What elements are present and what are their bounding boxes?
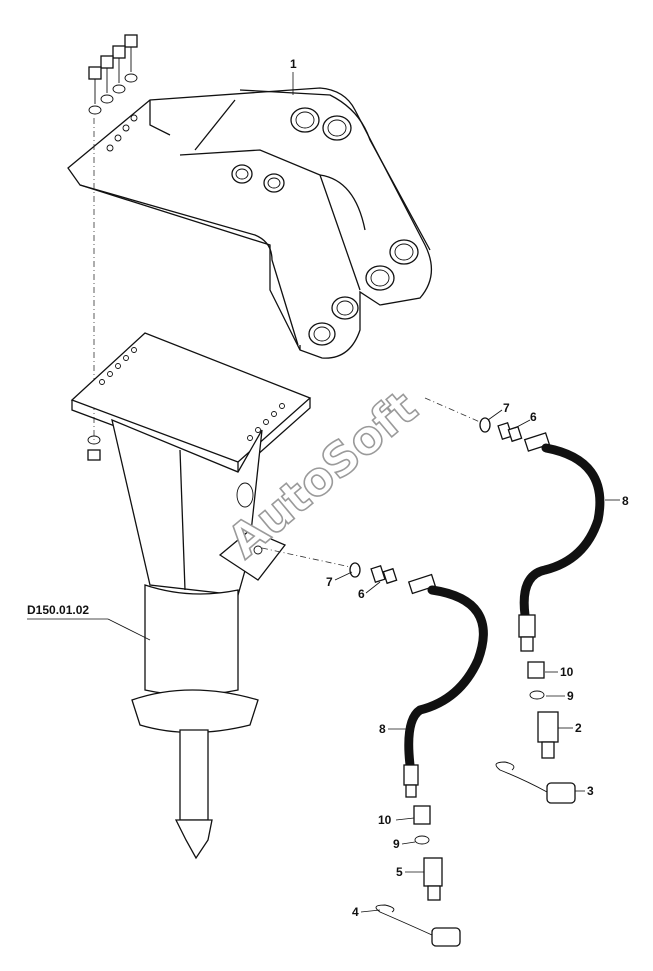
- callout-label-9-lower: 9: [393, 837, 400, 851]
- callout-label-9-upper: 9: [567, 689, 574, 703]
- callout-label-10-upper: 10: [560, 665, 574, 679]
- part-code-label: D150.01.02: [27, 603, 89, 617]
- callout-label-5: 5: [396, 865, 403, 879]
- callout-8-lower: 8: [379, 722, 410, 736]
- callout-2: 2: [558, 721, 582, 735]
- callout-1: 1: [290, 57, 297, 95]
- callout-9-upper: 9: [546, 689, 574, 703]
- callout-6-lower: 6: [358, 581, 381, 601]
- callout-4: 4: [352, 905, 381, 919]
- callout-label-7-lower: 7: [326, 575, 333, 589]
- callout-7-upper: 7: [487, 401, 510, 421]
- callout-label-7-upper: 7: [503, 401, 510, 415]
- callout-3: 3: [575, 784, 594, 798]
- callout-label-4: 4: [352, 905, 359, 919]
- hose-assembly-upper: [479, 417, 605, 804]
- mounting-bracket: [67, 87, 432, 359]
- callout-label-6-upper: 6: [530, 410, 537, 424]
- callout-label-3: 3: [587, 784, 594, 798]
- callout-8-upper: 8: [605, 494, 629, 508]
- hose-assembly-lower: [349, 562, 488, 947]
- callout-label-6-lower: 6: [358, 587, 365, 601]
- callout-label-8-upper: 8: [622, 494, 629, 508]
- callout-9-lower: 9: [393, 837, 416, 851]
- callout-10-lower: 10: [378, 813, 415, 827]
- callout-label-10-lower: 10: [378, 813, 392, 827]
- callout-label-1: 1: [290, 57, 297, 71]
- callout-6-upper: 6: [514, 410, 537, 429]
- mounting-bolts: [87, 34, 138, 461]
- callout-label-8-lower: 8: [379, 722, 386, 736]
- breaker-top-plate: [70, 332, 312, 473]
- breaker-body: [111, 418, 287, 860]
- callout-7-lower: 7: [326, 571, 353, 589]
- callout-label-2: 2: [575, 721, 582, 735]
- callout-5: 5: [396, 865, 424, 879]
- callout-10-upper: 10: [545, 665, 574, 679]
